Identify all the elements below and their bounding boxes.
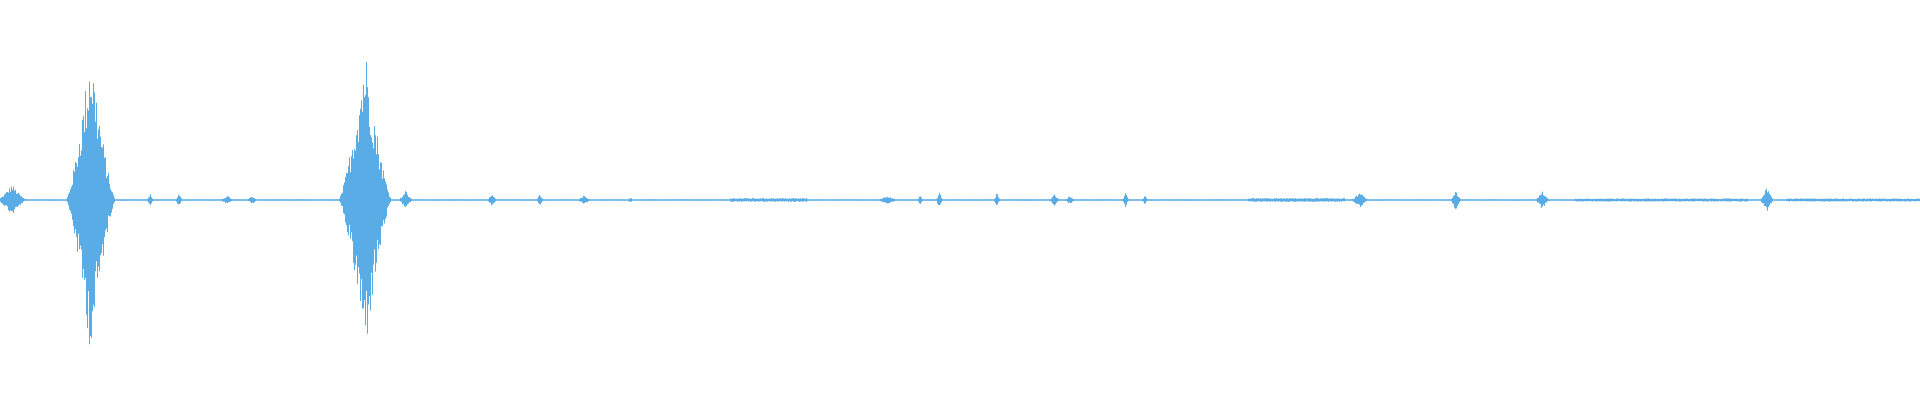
waveform-samples (0, 62, 1920, 345)
waveform-trace (0, 62, 1920, 345)
